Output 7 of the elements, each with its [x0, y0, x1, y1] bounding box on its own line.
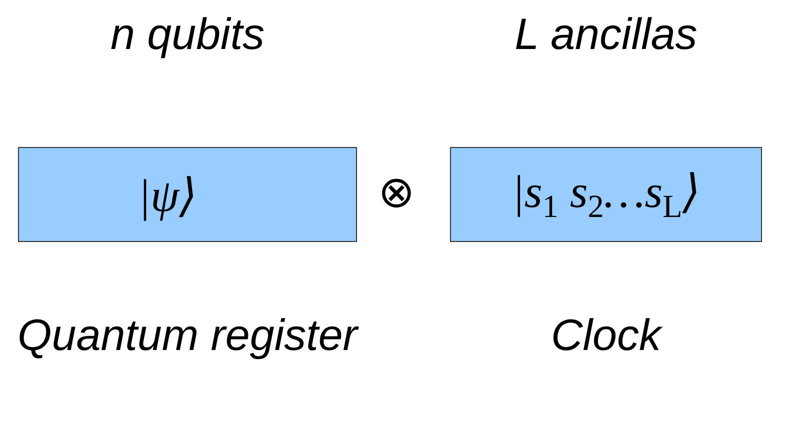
register-caption: Quantum register [16, 310, 360, 362]
register-caption: Clock [550, 310, 664, 362]
ket-state: |s$_{1}$ s$_{2}$…s$_{L}$⟩ [512, 164, 700, 226]
ket-state: |ψ⟩ [138, 168, 198, 222]
tensor-product-symbol: ⊗ [378, 168, 415, 218]
register-size-label: L ancillas [514, 10, 698, 60]
register-size-label: n qubits [109, 10, 266, 60]
